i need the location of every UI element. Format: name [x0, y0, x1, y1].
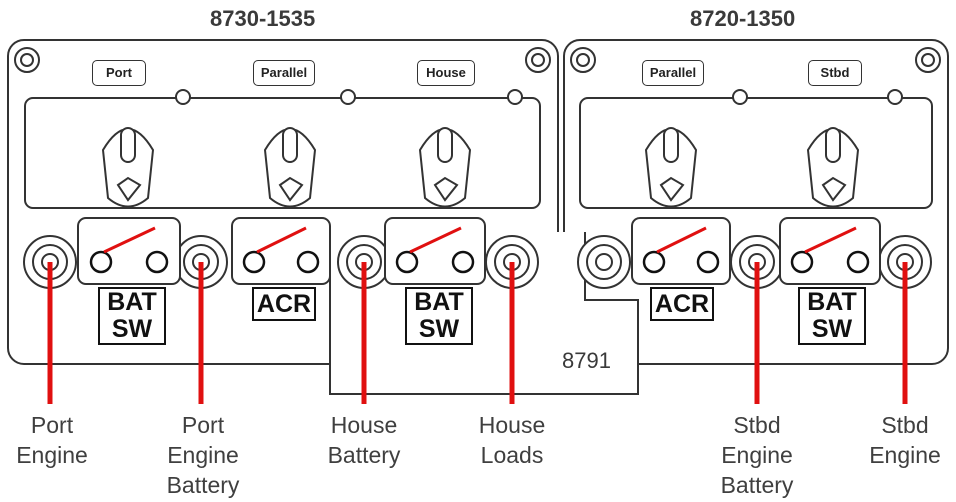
lid-screw	[175, 89, 191, 105]
switch-box	[384, 217, 486, 285]
knob-stbd	[806, 127, 860, 208]
knob-parallel-left	[263, 127, 317, 208]
switch-box	[77, 217, 181, 285]
tag-parallel-right: Parallel	[642, 60, 704, 86]
switch-box	[631, 217, 731, 285]
right-unit-model: 8720-1350	[690, 6, 796, 31]
wires	[47, 262, 908, 404]
switch-label-acr-left: ACR	[252, 287, 316, 321]
terminal-post	[577, 235, 631, 289]
switch-label-acr-right: ACR	[650, 287, 714, 321]
tag-parallel-left: Parallel	[253, 60, 315, 86]
left-unit-model: 8730-1535	[210, 6, 316, 31]
link-bar-model: 8791	[562, 348, 611, 373]
switch-contacts	[103, 226, 857, 254]
lid-screw	[887, 89, 903, 105]
knob-port	[101, 127, 155, 208]
left-unit-lid	[24, 97, 541, 209]
lid-screw	[340, 89, 356, 105]
tag-port: Port	[92, 60, 146, 86]
knob-house	[418, 127, 472, 208]
switch-box	[779, 217, 881, 285]
lid-screw	[507, 89, 523, 105]
tag-stbd: Stbd	[808, 60, 862, 86]
switch-box	[231, 217, 331, 285]
right-unit-lid	[579, 97, 933, 209]
tag-house: House	[417, 60, 475, 86]
lid-screw	[732, 89, 748, 105]
knob-parallel-right	[644, 127, 698, 208]
